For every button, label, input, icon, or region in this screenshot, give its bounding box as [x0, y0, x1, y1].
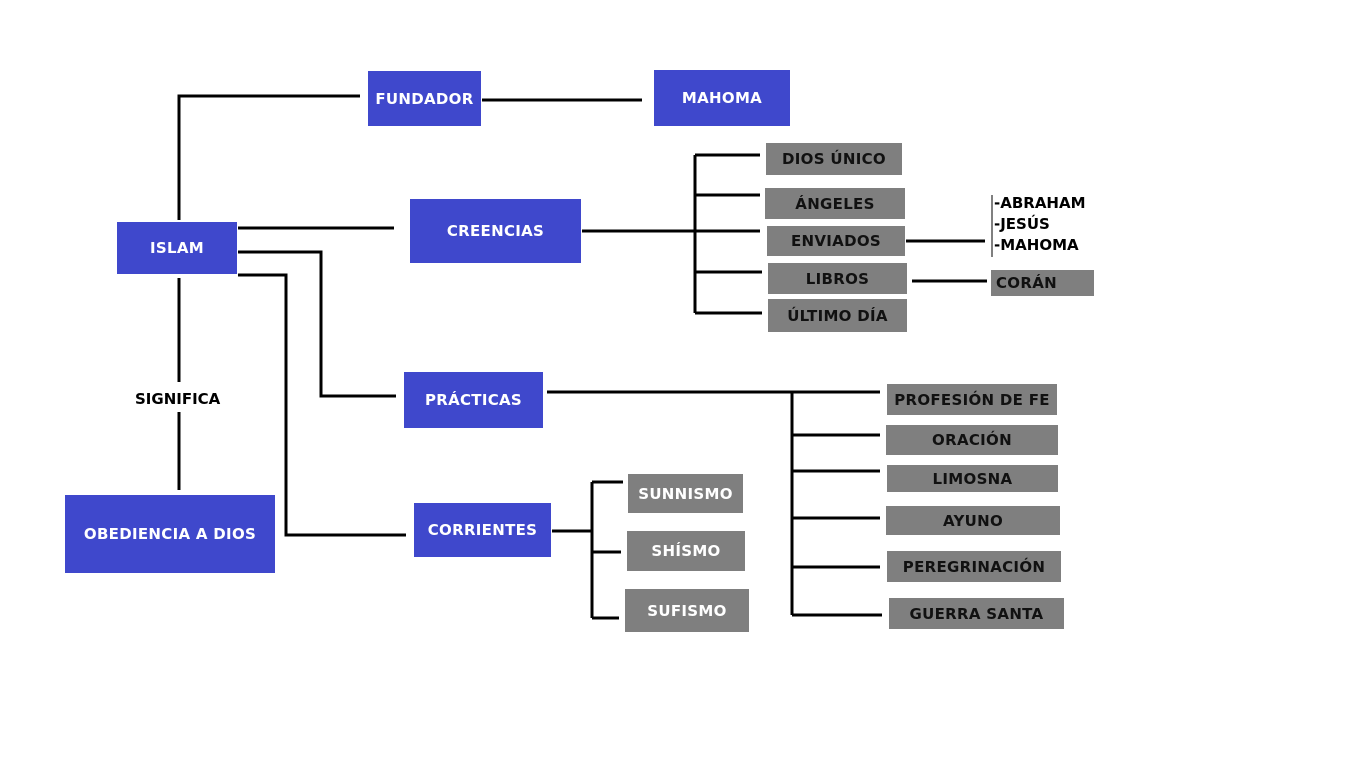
node-sufismo: SUFISMO — [625, 589, 749, 632]
node-shismo: SHÍSMO — [627, 531, 745, 571]
node-limosna: LIMOSNA — [887, 465, 1058, 492]
node-libros: LIBROS — [768, 263, 907, 294]
node-profesion-de-fe: PROFESIÓN DE FE — [887, 384, 1057, 415]
node-islam: ISLAM — [117, 222, 237, 274]
node-coran: CORÁN — [991, 270, 1094, 296]
node-obediencia-a-dios: OBEDIENCIA A DIOS — [65, 495, 275, 573]
label-significa: SIGNIFICA — [135, 390, 221, 408]
node-fundador: FUNDADOR — [368, 71, 481, 126]
node-sunnismo: SUNNISMO — [628, 474, 743, 513]
node-enviados: ENVIADOS — [767, 226, 905, 256]
node-ultimo-dia: ÚLTIMO DÍA — [768, 299, 907, 332]
node-oracion: ORACIÓN — [886, 425, 1058, 455]
node-mahoma: MAHOMA — [654, 70, 790, 126]
list-item: -MAHOMA — [994, 236, 1079, 254]
connector-islam-corrientes — [238, 273, 406, 537]
list-item: -ABRAHAM — [994, 194, 1086, 212]
node-angeles: ÁNGELES — [765, 188, 905, 219]
connector-islam-fundador — [177, 94, 360, 220]
connector-islam-practicas — [238, 250, 396, 398]
node-corrientes: CORRIENTES — [414, 503, 551, 557]
list-item: -JESÚS — [994, 215, 1050, 233]
node-guerra-santa: GUERRA SANTA — [889, 598, 1064, 629]
node-creencias: CREENCIAS — [410, 199, 581, 263]
node-practicas: PRÁCTICAS — [404, 372, 543, 428]
node-dios-unico: DIOS ÚNICO — [766, 143, 902, 175]
node-ayuno: AYUNO — [886, 506, 1060, 535]
enviados-list: -ABRAHAM -JESÚS -MAHOMA — [994, 193, 1086, 256]
node-peregrinacion: PEREGRINACIÓN — [887, 551, 1061, 582]
